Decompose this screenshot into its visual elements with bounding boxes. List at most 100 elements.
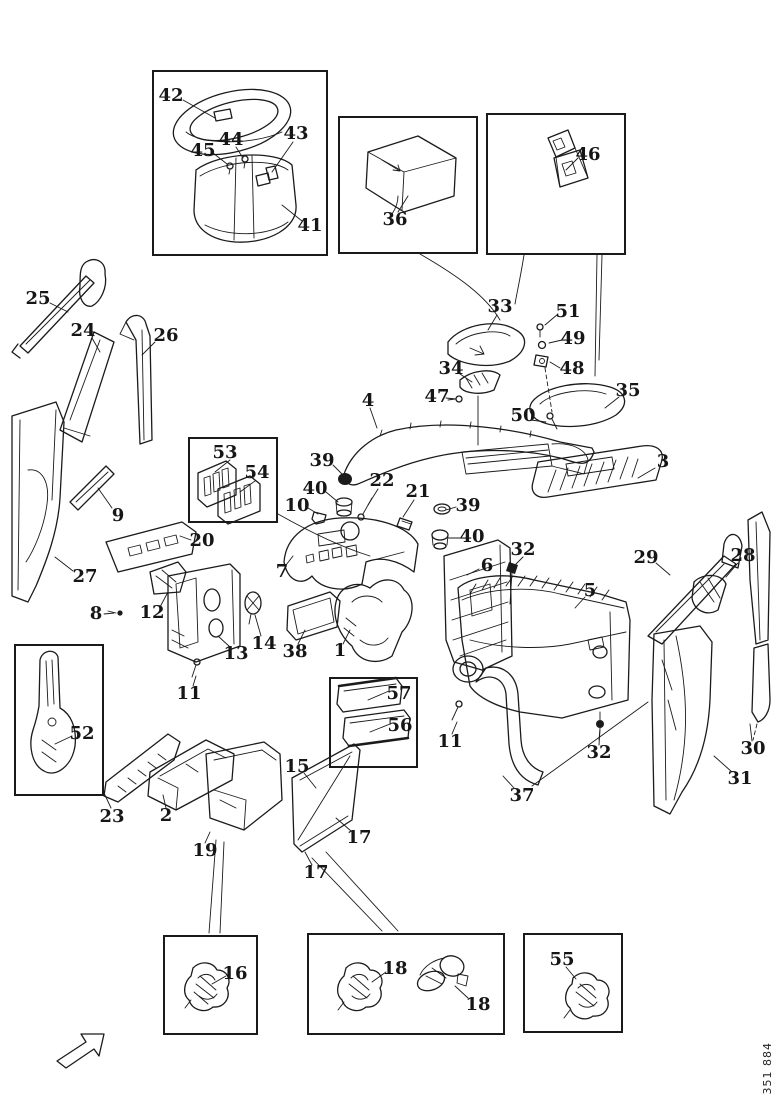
part-33-cover [447, 323, 526, 367]
part-label-21: 21 [405, 481, 431, 502]
part-24-pillar-trim [59, 259, 115, 443]
part-18-clip [337, 962, 383, 1012]
part-label-17-upper: 17 [346, 827, 372, 848]
part-label-49: 49 [560, 328, 586, 349]
part-label-52: 52 [69, 723, 95, 744]
part-label-19: 19 [192, 840, 218, 861]
part-label-36: 36 [382, 209, 408, 230]
inset-box-lever-boot-52 [14, 644, 104, 796]
part-label-24: 24 [70, 320, 96, 341]
part-label-1: 1 [333, 640, 347, 661]
part-23-sill-strip [103, 733, 181, 803]
part-40-left-socket [335, 497, 353, 517]
part-label-20: 20 [189, 530, 215, 551]
part-3-pad-strip [531, 444, 663, 498]
part-52-lever-boot [30, 650, 77, 774]
part-2-sill-trim [147, 739, 235, 811]
part-label-17-lower: 17 [303, 862, 329, 883]
part-label-25: 25 [25, 288, 51, 309]
part-label-6: 6 [480, 555, 494, 576]
part-label-39-left: 39 [309, 450, 335, 471]
part-37-duct [452, 655, 649, 787]
part-19-kick-panel [205, 741, 283, 831]
part-8-screw [107, 610, 123, 616]
leaders-to-bottom-insets [208, 839, 399, 934]
part-label-35: 35 [615, 380, 641, 401]
part-11-right-screw [451, 700, 463, 721]
part-label-43: 43 [283, 123, 309, 144]
part-label-47: 47 [424, 386, 450, 407]
inset-box-switch-panels-53-54 [188, 437, 278, 523]
direction-arrow [56, 1033, 105, 1069]
part-13-end-panel [167, 563, 241, 663]
part-36-armrest [365, 135, 457, 215]
part-25-trim-strip [11, 275, 95, 359]
part-label-23: 23 [99, 806, 125, 827]
part-label-53: 53 [212, 442, 238, 463]
part-label-39-right: 39 [455, 495, 481, 516]
part-label-45: 45 [190, 140, 216, 161]
part-28-trim [691, 511, 771, 645]
part-label-18-left: 18 [382, 958, 408, 979]
part-11-left-screw [191, 658, 201, 678]
part-38-tray [286, 591, 341, 641]
part-label-34: 34 [438, 358, 464, 379]
parts-51-49-48-50-fasteners [533, 323, 558, 430]
part-label-13: 13 [223, 643, 249, 664]
part-label-10: 10 [284, 495, 310, 516]
part-label-26: 26 [153, 325, 179, 346]
inset-box-armrest-36 [338, 116, 478, 254]
part-31-pillar-panel [651, 625, 713, 815]
part-label-4: 4 [361, 390, 375, 411]
part-label-27: 27 [72, 566, 98, 587]
part-label-55: 55 [549, 949, 575, 970]
part-30-strip [751, 643, 771, 741]
part-44-45-screws [226, 155, 249, 175]
part-label-15: 15 [284, 756, 310, 777]
part-label-31: 31 [727, 768, 753, 789]
part-21-clip [396, 517, 413, 531]
part-label-50: 50 [510, 405, 536, 426]
part-32-top-bolt [506, 562, 518, 605]
part-label-38: 38 [282, 641, 308, 662]
inset-box-clips-18 [307, 933, 505, 1035]
figure-code: 351 884 [761, 1041, 774, 1095]
inset-box-clip-55 [523, 933, 623, 1033]
part-43-clip [265, 165, 279, 181]
part-label-32-bottom: 32 [586, 742, 612, 763]
part-label-51: 51 [555, 301, 581, 322]
part-label-40-left: 40 [302, 478, 328, 499]
part-9-strip [69, 465, 115, 511]
part-46-bracket [547, 129, 589, 188]
part-label-28: 28 [730, 545, 756, 566]
part-16-clip [184, 962, 230, 1012]
part-35-pad [529, 383, 626, 428]
part-label-37: 37 [509, 785, 535, 806]
part-label-41: 41 [297, 215, 323, 236]
part-label-46: 46 [575, 144, 601, 165]
part-56-vent-grille [342, 709, 411, 748]
part-label-56: 56 [387, 715, 413, 736]
label-leaders [49, 99, 753, 999]
part-label-16: 16 [222, 963, 248, 984]
inset-leader-lines [419, 253, 603, 377]
inset-box-storage-console [152, 70, 328, 256]
part-label-48: 48 [559, 358, 585, 379]
part-label-2: 2 [159, 805, 173, 826]
part-label-44: 44 [218, 129, 244, 150]
part-20-bracket [105, 521, 197, 573]
part-label-8: 8 [89, 603, 103, 624]
part-18-elbow [416, 955, 469, 992]
part-6-center-stack [443, 539, 513, 671]
part-29-strip [647, 533, 743, 645]
part-label-5: 5 [583, 580, 597, 601]
part-label-11-left: 11 [176, 683, 202, 704]
part-10-clip [311, 511, 327, 525]
part-label-33: 33 [487, 296, 513, 317]
part-26-pillar-trim [119, 314, 153, 445]
part-14-grommet [244, 591, 262, 625]
part-label-29: 29 [633, 547, 659, 568]
part-label-3: 3 [656, 451, 670, 472]
